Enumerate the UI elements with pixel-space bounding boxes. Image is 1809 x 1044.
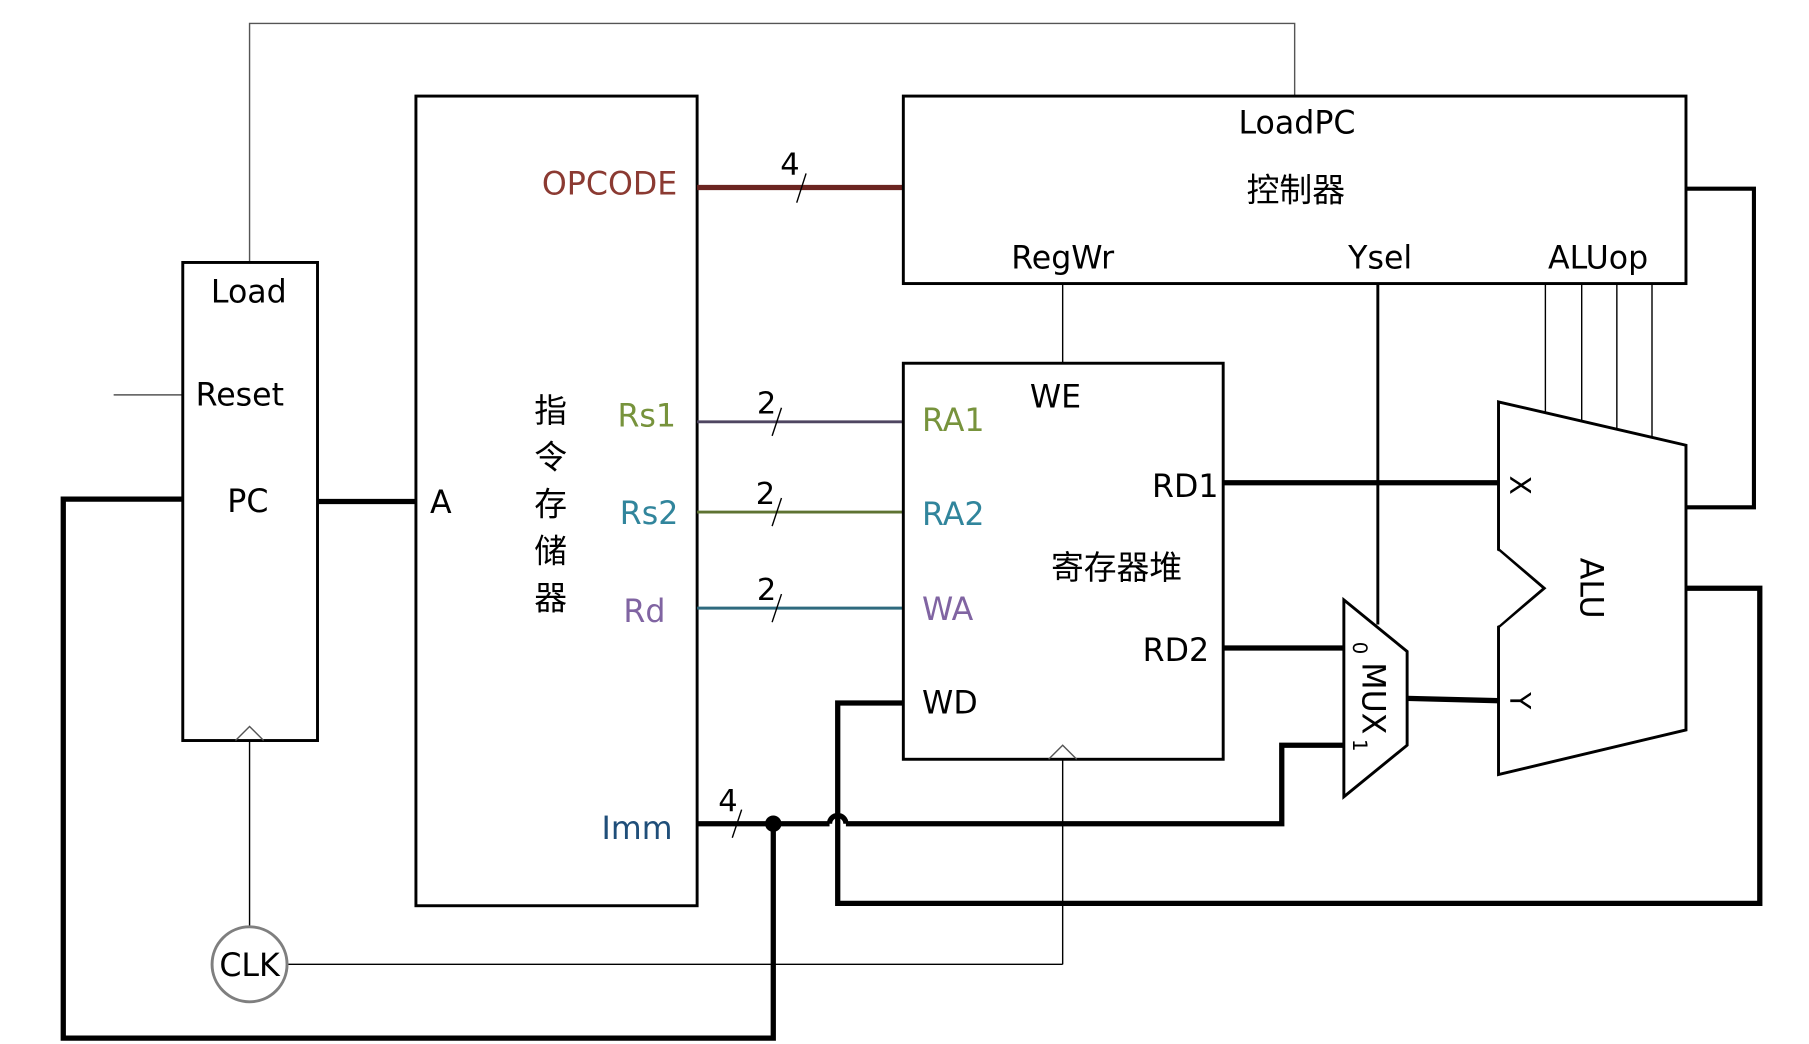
regfile-wd-label: WD — [922, 686, 978, 722]
loadpc-wire — [248, 22, 1296, 263]
imem-title-char: 存 — [534, 486, 567, 524]
mux-input-1-label: 1 — [1348, 739, 1371, 752]
opcode-bus-width-tick — [796, 173, 807, 203]
alu-title: ALU — [1573, 558, 1609, 619]
controller-loadpc-label: LoadPC — [1238, 106, 1355, 142]
rs2-bus-width-tick — [771, 497, 783, 527]
regfile-we-label: WE — [1030, 380, 1081, 416]
imm-bus-b — [845, 742, 1344, 827]
imm-bus-width: 4 — [718, 784, 737, 819]
alu-x-label: X — [1503, 475, 1536, 494]
imm-bus-width-tick — [731, 809, 743, 839]
mux — [1342, 596, 1409, 800]
regfile-wa-label: WA — [922, 592, 974, 628]
imem-rs1-label: Rs1 — [617, 399, 676, 435]
regfile-ra1-label: RA1 — [922, 403, 984, 439]
rd-bus-width-tick — [771, 593, 783, 623]
mux-input-0-label: 0 — [1348, 642, 1371, 655]
clk-source — [210, 925, 289, 1004]
alu-flag-feedback-wire — [1685, 186, 1756, 510]
clk-label: CLK — [219, 948, 281, 984]
mux-title: MUX — [1355, 662, 1391, 734]
rd-bus-width: 2 — [757, 573, 776, 608]
imem-title-char: 器 — [534, 579, 567, 617]
imem-address-label: A — [430, 485, 452, 521]
imem-title: 指 令 存 储 器 — [534, 392, 567, 617]
register-file — [901, 361, 1225, 761]
instruction-memory — [414, 94, 699, 908]
regfile-clock-triangle — [1048, 744, 1078, 760]
opcode-bus-width: 4 — [780, 148, 799, 183]
regfile-rd1-label: RD1 — [1152, 469, 1218, 505]
regfile-rd2-label: RD2 — [1143, 633, 1209, 669]
imem-title-char: 指 — [534, 392, 567, 430]
imm-junction-dot — [765, 815, 782, 832]
controller — [901, 94, 1688, 286]
pc-clock-triangle — [235, 725, 265, 742]
regfile-ra2-label: RA2 — [922, 497, 984, 533]
imem-opcode-label: OPCODE — [542, 167, 677, 203]
alu-result-to-wd-wire — [835, 585, 1763, 907]
controller-title: 控制器 — [1247, 172, 1345, 210]
alu — [1497, 400, 1688, 777]
imem-title-char: 储 — [534, 532, 567, 570]
controller-aluop-label: ALUop — [1548, 240, 1648, 276]
controller-ysel-label: Ysel — [1347, 240, 1412, 276]
imem-title-char: 令 — [534, 439, 567, 477]
pc-reset-label: Reset — [196, 377, 284, 413]
pc-load-label: Load — [211, 274, 287, 310]
controller-regwr-label: RegWr — [1011, 240, 1114, 276]
alu-y-label: Y — [1503, 691, 1536, 710]
rs1-bus-width: 2 — [757, 387, 776, 422]
pc-title: PC — [227, 484, 268, 520]
mux-to-alu-y-wire — [1407, 695, 1499, 704]
rs1-bus-width-tick — [771, 407, 783, 437]
alu-notch-cover — [1498, 550, 1542, 626]
rs2-bus-width: 2 — [756, 477, 775, 512]
regfile-title: 寄存器堆 — [1051, 549, 1182, 587]
imem-rd-label: Rd — [623, 594, 665, 630]
imem-imm-label: Imm — [602, 811, 673, 847]
imem-rs2-label: Rs2 — [620, 496, 679, 532]
pc-feedback-wire — [60, 496, 776, 1041]
